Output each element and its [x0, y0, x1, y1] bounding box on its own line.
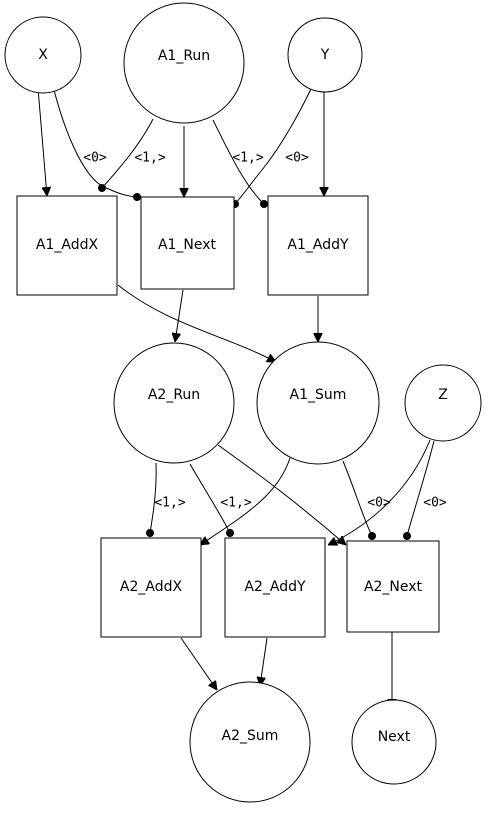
edge-dot-z-a2-next: [403, 532, 411, 540]
edge-label-a2-run-a2-addx: <1,>: [154, 496, 185, 511]
node-a2-run-label: A2_Run: [148, 387, 200, 403]
edge-dot-a2-run-a2-addy: [226, 529, 234, 537]
node-a2-run: A2_Run: [113, 342, 235, 464]
edge-label-a1-run-a1-addy: <1,>: [232, 151, 263, 166]
node-a2-addx: A2_AddX: [100, 537, 202, 638]
edge-label-y-a1-next: <0>: [285, 151, 309, 166]
edge-label-a2-run-a2-addy: <1,>: [220, 496, 251, 511]
node-next-label: Next: [378, 729, 411, 745]
edge-a2-run-to-a2-addy: [189, 463, 231, 534]
edge-a2-run-to-a2-next: [217, 444, 346, 545]
node-z-label: Z: [438, 387, 448, 403]
edge-label-a1-run-a1-addx: <1,>: [134, 151, 165, 166]
edge-label-x-a1-next: <0>: [83, 151, 107, 166]
node-a2-addy: A2_AddY: [224, 537, 326, 638]
node-a2-addy-label: A2_AddY: [244, 579, 306, 595]
node-a2-addx-label: A2_AddX: [120, 579, 183, 595]
edge-dot-a1-run-a1-addx: [98, 184, 106, 192]
edge-a1-addx-to-a1-sum: [117, 284, 276, 362]
node-a1-sum: A1_Sum: [256, 341, 380, 465]
edge-x-to-a1-next: [52, 85, 138, 198]
node-x-label: X: [38, 47, 48, 63]
node-a1-run-label: A1_Run: [158, 48, 210, 64]
edge-a1-next-to-a2-run: [175, 289, 184, 342]
node-z: Z: [404, 364, 482, 442]
node-a1-next-label: A1_Next: [158, 237, 217, 253]
edge-a1-run-to-a1-addy: [212, 119, 265, 205]
edge-dot-x-a1-next: [133, 193, 141, 201]
node-a1-addx-label: A1_AddX: [36, 237, 99, 253]
node-a2-next-label: A2_Next: [364, 579, 423, 595]
node-a2-sum-label: A2_Sum: [222, 728, 279, 744]
node-y: Y: [287, 17, 363, 93]
node-a1-next: A1_Next: [140, 196, 235, 290]
edge-a2-addy-to-a2-sum: [260, 637, 268, 686]
edge-a1-sum-to-a2-addx: [200, 457, 291, 545]
node-a1-run: A1_Run: [123, 2, 245, 124]
node-a2-next: A2_Next: [346, 540, 440, 633]
node-a1-addy: A1_AddY: [267, 195, 369, 296]
node-a1-addy-label: A1_AddY: [287, 237, 349, 253]
node-a2-sum: A2_Sum: [189, 681, 311, 803]
edge-a2-addx-to-a2-sum: [180, 637, 217, 690]
node-next: Next: [351, 699, 437, 785]
edge-y-to-a1-next: [234, 86, 313, 205]
edge-a1-sum-to-a2-next: [342, 460, 373, 537]
edge-a1-run-to-a1-addx: [101, 118, 154, 189]
edge-a2-run-to-a2-addx: [149, 462, 157, 534]
node-a1-addx: A1_AddX: [16, 195, 118, 296]
edge-dot-a2-run-a2-addx: [146, 529, 154, 537]
edge-label-z-a2-next: <0>: [423, 496, 447, 511]
edge-z-to-a2-next: [406, 440, 435, 537]
edge-dot-a1-sum-a2-next: [368, 532, 376, 540]
edge-x-to-a1-addx: [37, 87, 47, 196]
edge-z-to-a2-addy: [328, 439, 431, 545]
node-y-label: Y: [320, 47, 330, 63]
node-x: X: [4, 16, 82, 94]
node-a1-sum-label: A1_Sum: [290, 387, 347, 403]
edge-label-a1-sum-a2-next: <0>: [367, 496, 391, 511]
edge-dot-a1-run-a1-addy: [260, 200, 268, 208]
